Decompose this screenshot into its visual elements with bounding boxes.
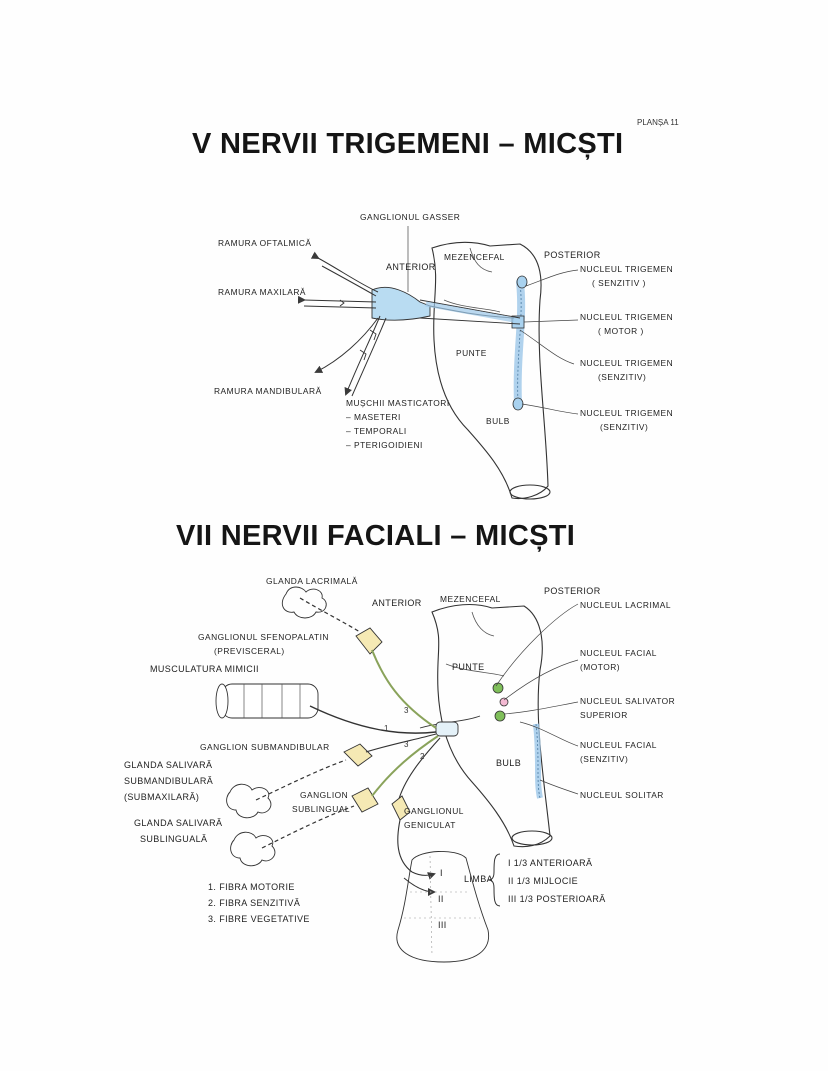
mezencefal-label-bottom: MEZENCEFAL [440,594,501,604]
musculatura-label: MUSCULATURA MIMICII [150,664,259,674]
ganglion-geniculat-line2: GENICULAT [404,820,456,830]
nucleu-facial-senzitiv-line2: (SENZITIV) [580,754,629,764]
maxillary-branch [297,295,377,304]
glanda-submand-line3: (SUBMAXILARĂ) [124,792,200,802]
nucleu-salivator-line2: SUPERIOR [580,710,628,720]
ganglion-subling-line2: SUBLINGUAL [292,804,351,814]
lacrimal-gland-shape [281,586,327,619]
nucleu-trigemen-4-line1: NUCLEUL TRIGEMEN [580,408,674,418]
nucleu-trigemen-1-line1: NUCLEUL TRIGEMEN [580,264,674,274]
nucleu-trigemen-4-line2: (SENZITIV) [600,422,649,432]
muschii-masticatori-label: MUȘCHII MASTICATORI [346,398,450,408]
sublingual-ganglion-shape [351,787,379,813]
nucleu-solitar-label: NUCLEUL SOLITAR [580,790,664,800]
fibre-number-1: 1 [384,724,389,733]
nucleu-trigemen-1-line2: ( SENZITIV ) [592,278,646,288]
glanda-subling-line1: GLANDA SALIVARĂ [134,818,223,828]
ganglion-sfenopalatin-line1: GANGLIONUL SFENOPALATIN [198,632,329,642]
trigemen-title: V NERVII TRIGEMENI – MICȘTI [192,128,624,160]
submand-gland-shape [226,783,272,819]
ganglion-subling-line1: GANGLION [300,790,349,800]
ramura-mandibulara-label: RAMURA MANDIBULARĂ [214,386,322,396]
bulb-label-top: BULB [486,416,510,426]
ramura-maxilara-label: RAMURA MAXILARĂ [218,287,307,297]
legend-fibre-vegetative: 3. FIBRE VEGETATIVE [208,914,310,924]
nucleu-facial-motor-line2: (MOTOR) [580,662,621,672]
fibre-number-2: 2 [420,752,425,761]
brainstem-cut-top [509,484,551,500]
tongue-roman-1: I [440,868,443,878]
brainstem-outline-top [431,241,549,500]
punte-label-bottom: PUNTE [452,662,485,672]
bulb-label-bottom: BULB [496,758,522,768]
posterior-label-top: POSTERIOR [544,250,601,260]
fibre-number-3a: 3 [404,706,409,715]
glanda-submand-line1: GLANDA SALIVARĂ [124,760,213,770]
submandibular-ganglion-shape [343,743,373,767]
subling-gland-shape [230,831,276,867]
temporali-label: – TEMPORALI [346,426,407,436]
tongue-roman-2: II [438,894,444,904]
glanda-subling-line2: SUBLINGUALĂ [140,834,208,844]
nucleu-trigemen-3-line2: (SENZITIV) [598,372,647,382]
nucleu-trigemen-3-line1: NUCLEUL TRIGEMEN [580,358,674,368]
limba-label: LIMBA [464,874,494,884]
anterior-label-top: ANTERIOR [386,262,436,272]
ganglion-gasser-label: GANGLIONUL GASSER [360,212,461,222]
gasser-ganglion [371,286,431,321]
legend-fibra-senzitiva: 2. FIBRA SENZITIVĂ [208,898,301,908]
mezencefal-label-top: MEZENCEFAL [444,252,505,262]
trigemen-diagram [297,226,579,500]
limba-anterioara: I 1/3 ANTERIOARĂ [508,858,593,868]
musculature-shape [215,683,319,719]
anterior-label-bottom: ANTERIOR [372,598,422,608]
nucleu-trigemen-2-line1: NUCLEUL TRIGEMEN [580,312,674,322]
sfenopalatin-ganglion-shape [355,627,383,655]
fibre-number-3b: 3 [404,740,409,749]
limba-mijlocie: II 1/3 MIJLOCIE [508,876,579,886]
punte-label-top: PUNTE [456,348,487,358]
nucleu-facial-motor-line1: NUCLEUL FACIAL [580,648,657,658]
tongue-shape [396,851,490,963]
limba-posterioara: III 1/3 POSTERIOARĂ [508,894,606,904]
glanda-submand-line2: SUBMANDIBULARĂ [124,776,214,786]
ganglion-submand-label: GANGLION SUBMANDIBULAR [200,742,330,752]
pterigoidieni-label: – PTERIGOIDIENI [346,440,423,450]
geniculate-ganglion-shape [391,795,411,821]
ganglion-sfenopalatin-line2: (PREVISCERAL) [214,646,285,656]
nucleu-salivator-line1: NUCLEUL SALIVATOR [580,696,676,706]
facial-title: VII NERVII FACIALI – MICȘTI [176,520,576,552]
brainstem-cut-bottom [511,830,553,846]
mandibular-branch [344,315,381,396]
ganglion-geniculat-line1: GANGLIONUL [404,806,464,816]
plate-number: PLANȘA 11 [637,118,679,127]
nucleu-trigemen-2-line2: ( MOTOR ) [598,326,644,336]
ramura-oftalmica-label: RAMURA OFTALMICĂ [218,238,312,248]
posterior-label-bottom: POSTERIOR [544,586,601,596]
maseteri-label: – MASETERI [346,412,401,422]
tongue-roman-3: III [438,920,447,930]
nucleu-facial-senzitiv-line1: NUCLEUL FACIAL [580,740,657,750]
nucleu-lacrimal-label: NUCLEUL LACRIMAL [580,600,671,610]
ophthalmic-branch [310,251,379,293]
glanda-lacrimala-label: GLANDA LACRIMALĂ [266,576,358,586]
legend-fibra-motorie: 1. FIBRA MOTORIE [208,882,295,892]
facial-diagram [215,586,579,963]
